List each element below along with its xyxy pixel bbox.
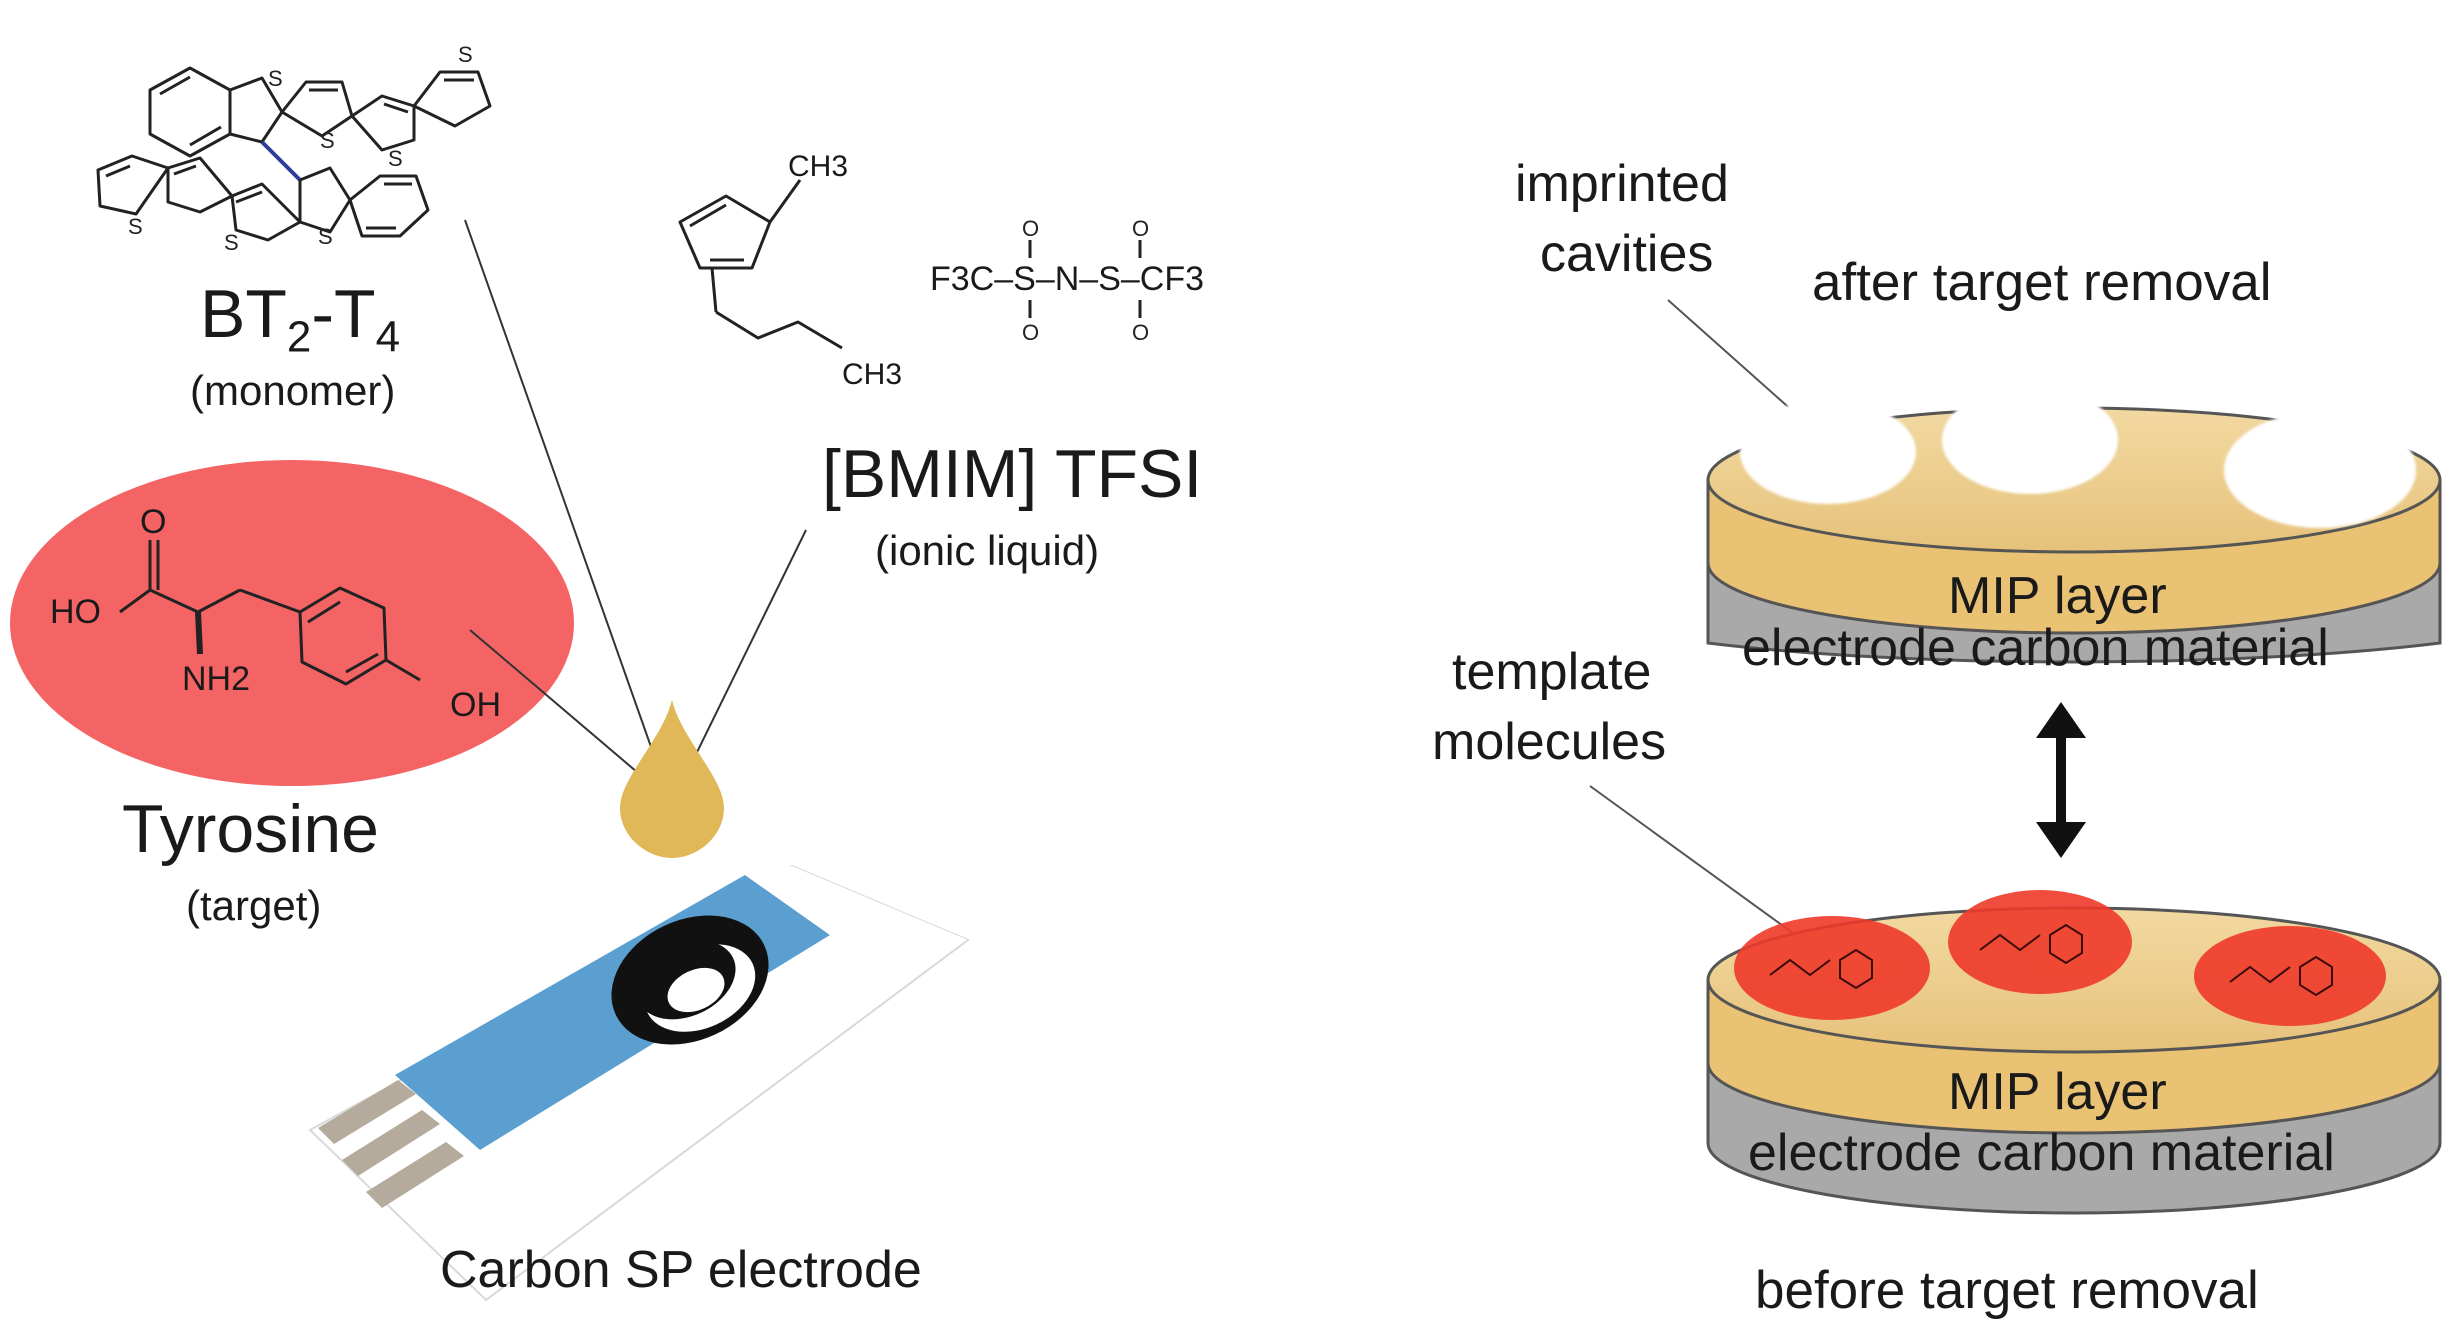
bmim-methyl-label: CH3 (788, 150, 849, 183)
electrode-working-area (611, 915, 769, 1045)
electrode-label: Carbon SP electrode (440, 1241, 922, 1299)
exchange-arrow (2036, 702, 2086, 858)
bottom-state-caption: before target removal (1755, 1261, 2259, 1320)
electrode-after-removal (1706, 386, 2442, 664)
ionic-liquid-role: (ionic liquid) (875, 527, 1100, 574)
bmim-butyl-label: CH3 (842, 358, 903, 391)
template-leader (1589, 785, 1809, 945)
svg-text:O: O (1022, 320, 1039, 345)
electrode-before-removal (1706, 890, 2442, 1215)
template-label-line2: molecules (1432, 713, 1667, 771)
svg-text:O: O (1132, 216, 1149, 241)
svg-text:S: S (128, 214, 143, 239)
cavities-label-line1: imprinted (1515, 155, 1729, 213)
monomer-role: (monomer) (190, 367, 396, 414)
tyrosine-structure (119, 540, 421, 686)
bottom-mip-label: MIP layer (1948, 1063, 2167, 1121)
cavities-label-line2: cavities (1540, 225, 1714, 283)
top-mip-label: MIP layer (1948, 567, 2167, 625)
monomer-structure (96, 66, 492, 242)
ionic-liquid-name: [BMIM] TFSI (822, 436, 1203, 512)
template-label-line1: template (1452, 643, 1652, 701)
svg-text:O: O (1022, 216, 1039, 241)
electrode-strip (308, 864, 970, 1302)
tfsi-formula: F3C–S–N–S–CF3 (930, 260, 1205, 298)
svg-text:S: S (320, 128, 335, 153)
tyrosine-atom-o: O (140, 503, 167, 541)
tyrosine-atom-oh: OH (450, 686, 501, 724)
monomer-sulfur-labels: S S S S S S S (128, 42, 473, 255)
svg-text:S: S (268, 66, 283, 91)
monomer-name: BT2-T4 (200, 276, 401, 362)
top-carbon-label: electrode carbon material (1742, 619, 2329, 677)
bmim-structure (678, 179, 843, 350)
svg-text:S: S (458, 42, 473, 67)
bottom-carbon-label: electrode carbon material (1748, 1124, 2335, 1182)
svg-text:S: S (388, 146, 403, 171)
svg-text:S: S (318, 224, 333, 249)
electrode-contacts (318, 1080, 464, 1208)
tyrosine-atom-nh2: NH2 (182, 660, 251, 698)
ionic-liquid-drop (620, 700, 724, 858)
tyrosine-atom-ho: HO (50, 593, 101, 631)
svg-text:O: O (1132, 320, 1149, 345)
svg-text:S: S (224, 230, 239, 255)
pointer-lines (464, 219, 807, 796)
top-state-caption: after target removal (1812, 253, 2272, 312)
tfsi-structure: O O O O (1022, 216, 1149, 345)
target-role: (target) (186, 882, 322, 929)
target-name: Tyrosine (122, 791, 379, 867)
